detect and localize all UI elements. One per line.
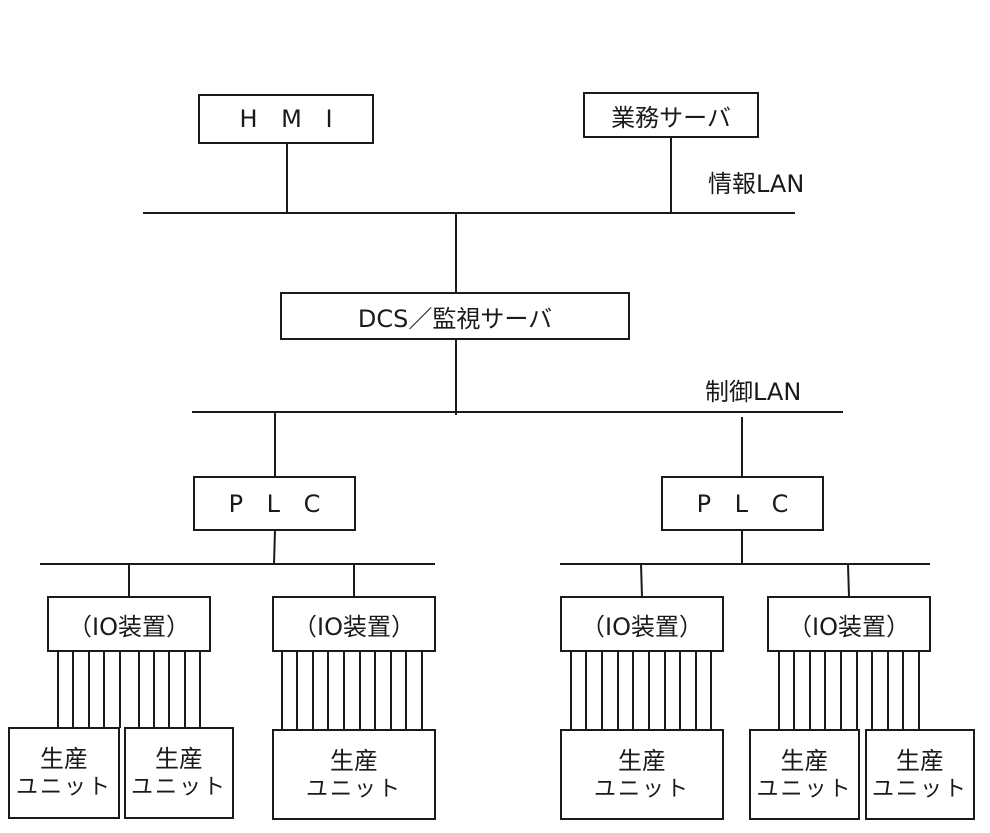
unit-name: 生産 [780,746,829,775]
plc-box-left: P L C [193,476,356,531]
wiring-io-4 [778,651,920,730]
io-4-link [847,563,850,598]
control-lan-label: 制御LAN [705,378,802,406]
production-unit-5: 生産 ユニット [749,729,860,820]
unit-name: 生産 [40,745,88,774]
wiring-io-2 [281,651,423,730]
io-device-2: （IO装置） [272,596,436,652]
production-unit-1: 生産 ユニット [8,727,120,819]
production-unit-4: 生産 ユニット [560,729,724,820]
hmi-box: H M I [198,94,374,144]
io-device-4: （IO装置） [767,596,931,652]
production-unit-6: 生産 ユニット [865,729,975,820]
unit-name: 生産 [618,746,666,775]
unit-name: 生産 [155,745,203,774]
business-server-box: 業務サーバ [583,92,759,138]
io-device-3: （IO装置） [560,596,724,652]
plc-box-right: P L C [661,476,824,531]
wiring-io-3 [570,651,712,730]
unit-name: 生産 [330,746,378,775]
io-device-1: （IO装置） [47,596,211,652]
unit-subname: ユニット [593,776,690,802]
unit-subname: ユニット [130,775,227,801]
dcs-server-box: DCS／監視サーバ [280,292,630,340]
unit-subname: ユニット [756,776,853,802]
plc-left-down-link [273,529,276,565]
unit-subname: ユニット [15,775,112,801]
unit-subname: ユニット [305,776,402,802]
io-3-link [640,563,643,598]
wiring-io-1 [57,651,201,728]
production-unit-3: 生産 ユニット [272,729,436,820]
unit-subname: ユニット [871,776,968,802]
info-lan-label: 情報LAN [708,170,805,198]
production-unit-2: 生産 ユニット [124,727,234,819]
unit-name: 生産 [896,746,944,775]
